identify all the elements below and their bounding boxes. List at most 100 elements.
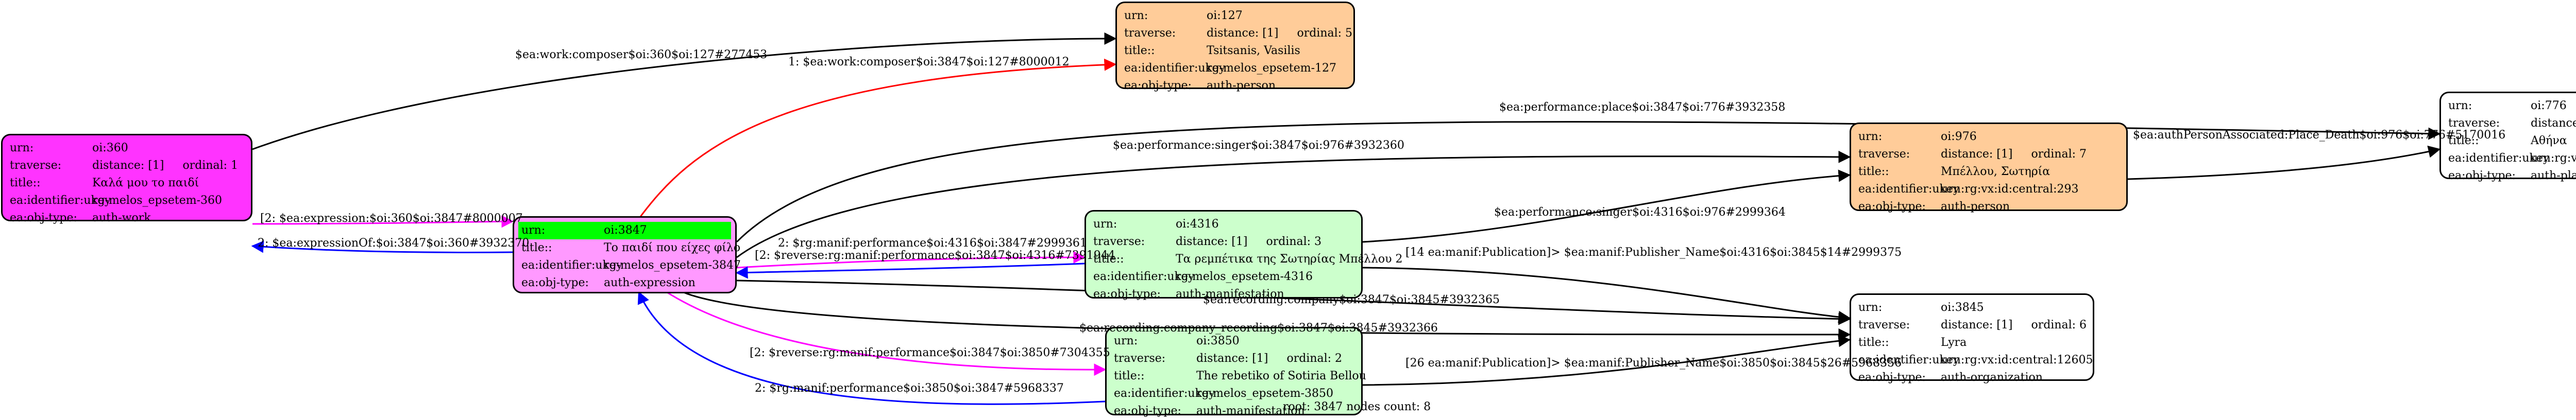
node-field-row: traverse:distance: [1]ordinal: 6 xyxy=(1858,317,2087,334)
field-key: urn: xyxy=(1124,9,1148,22)
field-value: distance: [1] xyxy=(1207,27,1279,40)
node-field-row: title::Καλά μου το παιδί xyxy=(10,174,244,192)
field-key: ea:obj-type: xyxy=(2448,169,2516,182)
node-field-row: ea:obj-type: auth-person xyxy=(1858,198,2119,216)
field-value: oi:3850 xyxy=(1196,335,1240,347)
field-key: ea:obj-type: xyxy=(1858,200,1926,213)
edge-label-e3: [2: $ea:expression:$oi:360$oi:3847#80000… xyxy=(260,212,523,225)
node-field-row: title::The rebetiko of Sotiria Bellou xyxy=(1114,367,1366,385)
field-value: auth-manifestation xyxy=(1176,288,1284,301)
field-key: ea:obj-type: xyxy=(1114,405,1181,417)
field-value-secondary: ordinal: 5 xyxy=(1297,27,1353,40)
field-key: title:: xyxy=(1858,336,1889,349)
field-value: oi:976 xyxy=(1941,130,1977,143)
field-value: oi:3847 xyxy=(604,224,647,237)
field-key: ea:identifier:ukey xyxy=(1114,387,1215,400)
field-value: distance: [1] xyxy=(1196,352,1268,365)
node-field-row: urn: oi:3847 xyxy=(518,222,731,239)
edge-e1 xyxy=(252,32,1117,150)
edge-label-e14: [14 ea:manif:Publication]> $ea:manif:Pub… xyxy=(1405,246,1902,259)
node-field-row: ea:obj-type:auth-manifestation xyxy=(1093,286,1354,303)
field-value: auth-work xyxy=(92,212,151,224)
node-field-row: title::Αθήνα xyxy=(2448,132,2576,150)
field-value: auth-person xyxy=(1941,200,2010,213)
node-field-row: title::Τα ρεμπέτικα της Σωτηρίας Μπέλλου… xyxy=(1093,251,1403,268)
field-value: auth-manifestation xyxy=(1196,405,1305,417)
field-value: oi:360 xyxy=(92,142,128,154)
field-value-secondary: ordinal: 6 xyxy=(2031,319,2087,331)
field-value: The rebetiko of Sotiria Bellou xyxy=(1196,370,1366,382)
edge-label-e9: $ea:recording:company$oi:3847$oi:3845#39… xyxy=(1203,293,1500,306)
field-key: ea:obj-type: xyxy=(10,212,77,224)
field-value: Tsitsanis, Vasilis xyxy=(1207,44,1300,57)
edge-label-e7: 2: $rg:manif:performance$oi:4316$oi:3847… xyxy=(778,237,1087,250)
node-field-row: urn:oi:976 xyxy=(1858,128,2119,146)
field-value: auth-place xyxy=(2531,169,2576,182)
node-field-row: ea:obj-type: auth-work xyxy=(10,209,244,227)
node-field-row: ea:obj-type: auth-manifestation xyxy=(1114,402,1354,420)
field-value-secondary: ordinal: 3 xyxy=(1266,235,1322,248)
node-field-row: urn:oi:3845 xyxy=(1858,299,2086,317)
field-value-secondary: ordinal: 1 xyxy=(182,159,239,172)
field-key: ea:obj-type: xyxy=(1124,79,1192,92)
node-field-row: traverse:distance: [1]ordinal: 5 xyxy=(1124,25,1352,42)
field-value: distance: [1] xyxy=(1176,235,1248,248)
field-key: title:: xyxy=(1093,253,1124,266)
node-oi-3850[interactable]: urn: oi:3850 traverse: distance: [1] ordinal… xyxy=(1105,327,1366,417)
field-key: urn: xyxy=(1858,301,1883,314)
edge-label-e1: $ea:work:composer$oi:360$oi:127#277453 xyxy=(515,48,768,61)
field-value: auth-organization xyxy=(1941,371,2043,384)
edge-e15 xyxy=(1362,335,1851,386)
field-value: distance: [1] xyxy=(2531,117,2576,130)
field-key: urn: xyxy=(521,224,546,237)
field-key: urn: xyxy=(1093,218,1117,231)
field-key: title:: xyxy=(1858,165,1889,178)
field-value: rg-melos_epsetem-4316 xyxy=(1176,270,1313,283)
field-value: distance: [1] xyxy=(1941,319,2013,331)
field-value: rg-melos_epsetem-360 xyxy=(92,194,223,207)
edge-label-e4: 2: $ea:expressionOf:$oi:3847$oi:360#3932… xyxy=(258,237,530,250)
field-key: traverse: xyxy=(1114,352,1166,365)
edge-e6 xyxy=(736,150,1851,258)
field-key: ea:obj-type: xyxy=(1858,371,1926,384)
edge-e9 xyxy=(736,279,1851,325)
node-field-row: traverse:distance: [1]ordinal: 7 xyxy=(1858,146,2119,163)
field-value: rg-melos_epsetem-127 xyxy=(1207,62,1337,75)
node-field-row: urn:oi:4316 xyxy=(1093,216,1354,233)
edge-label-e16: $ea:authPersonAssociated:Place_Death$oi:… xyxy=(2133,129,2506,142)
field-value: Αθήνα xyxy=(2531,134,2567,147)
field-value: auth-person xyxy=(1207,79,1276,92)
node-field-row: title::Το παιδί που είχες φίλο xyxy=(521,239,740,257)
field-key: title:: xyxy=(521,241,552,254)
field-value: Τα ρεμπέτικα της Σωτηρίας Μπέλλου 2 xyxy=(1176,253,1403,266)
edge-e14 xyxy=(1362,267,1851,323)
edge-e4 xyxy=(251,240,513,253)
field-key: urn: xyxy=(1114,335,1138,347)
edge-label-e5: $ea:performance:place$oi:3847$oi:776#393… xyxy=(1499,101,1786,114)
node-field-row: title::Tsitsanis, Vasilis xyxy=(1124,42,1346,60)
node-field-row: traverse:distance: [1]ordinal: 4 xyxy=(2448,115,2576,132)
field-key: title:: xyxy=(10,177,41,189)
node-field-row: ea:obj-type: auth-organization xyxy=(1858,369,2086,387)
field-key: traverse: xyxy=(10,159,62,172)
node-field-row: ea:obj-type: auth-person xyxy=(1124,77,1346,95)
field-value: distance: [1] xyxy=(92,159,164,172)
field-value: oi:127 xyxy=(1207,9,1243,22)
field-value-secondary: ordinal: 2 xyxy=(1286,352,1343,365)
node-field-row: title::Μπέλλου, Σωτηρία xyxy=(1858,163,2119,181)
field-key: traverse: xyxy=(2448,117,2500,130)
edge-label-e13: $ea:performance:singer$oi:4316$oi:976#29… xyxy=(1494,206,1786,219)
